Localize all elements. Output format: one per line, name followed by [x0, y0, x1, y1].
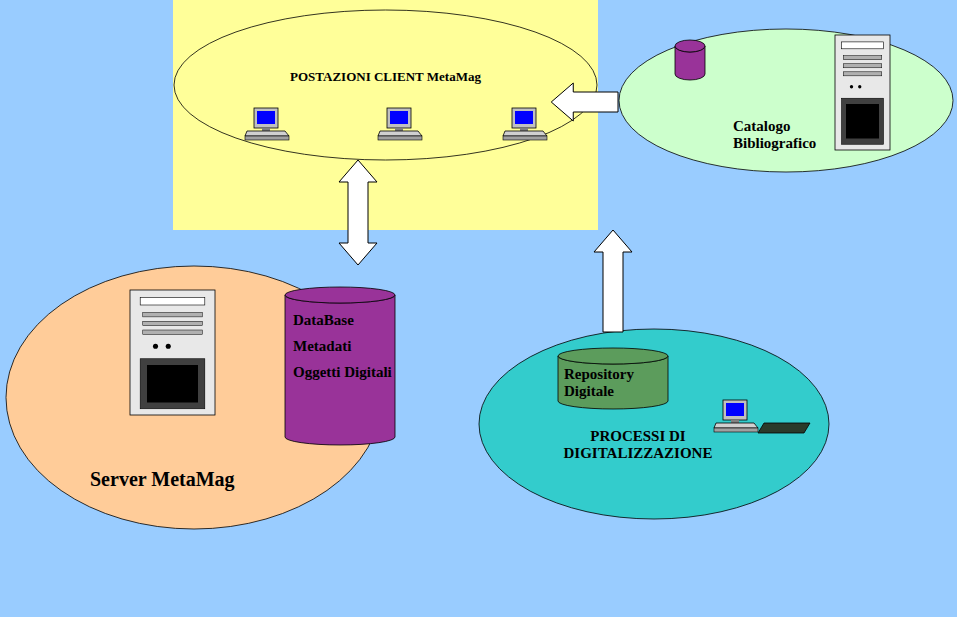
node-label: PROCESSI DI DIGITALIZZAZIONE [538, 428, 738, 463]
server-icon [835, 35, 890, 150]
node-label: Server MetaMag [90, 468, 290, 491]
computer-icon [245, 108, 289, 140]
client-ellipse [174, 10, 597, 160]
digitization-area: Repository DigitalePROCESSI DI DIGITALIZ… [478, 328, 830, 520]
computer-icon [378, 108, 422, 140]
block-arrow [594, 230, 632, 332]
client-panel [173, 0, 598, 230]
database-cylinder: DataBase Metadati Oggetti Digitali [285, 287, 395, 445]
catalog-area: Catalogo Bibliografico [618, 28, 954, 173]
node-label: DataBase Metadati Oggetti Digitali [293, 307, 393, 385]
computer-icon [503, 108, 547, 140]
node-label: Repository Digitale [564, 366, 668, 401]
node-label: POSTAZIONI CLIENT MetaMag [173, 70, 598, 85]
server-area: DataBase Metadati Oggetti DigitaliServer… [5, 265, 383, 530]
server-icon [130, 290, 215, 415]
area-ellipse [619, 29, 953, 172]
node-label: Catalogo Bibliografico [733, 118, 833, 153]
client-area-outline [173, 0, 598, 230]
scanner-icon [758, 423, 810, 433]
area-ellipse [479, 329, 829, 519]
block-arrow [339, 160, 377, 265]
repository-cylinder: Repository Digitale [558, 348, 668, 409]
client-area: POSTAZIONI CLIENT MetaMag [173, 0, 598, 230]
database-icon [675, 40, 705, 80]
computer-icon [714, 400, 758, 432]
block-arrow [551, 83, 618, 121]
cylinder-shape [285, 287, 395, 445]
cylinder-shape [558, 348, 668, 409]
